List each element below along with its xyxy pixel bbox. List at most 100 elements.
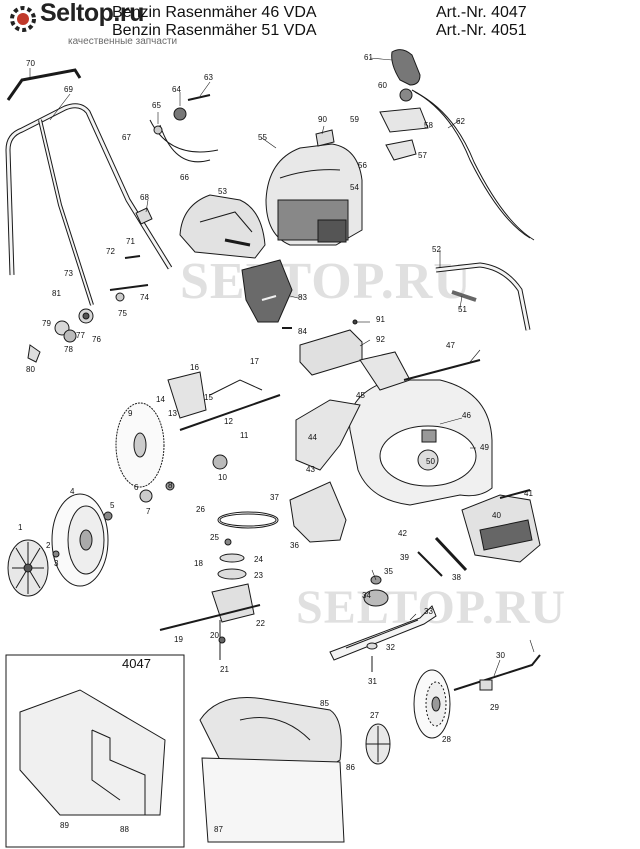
callout-86: 86 [346, 763, 355, 772]
callout-88: 88 [120, 825, 129, 834]
logo-tagline: качественные запчасти [68, 36, 178, 47]
callout-76: 76 [92, 335, 101, 344]
callout-65: 65 [152, 101, 161, 110]
callout-26: 26 [196, 505, 205, 514]
callout-10: 10 [218, 473, 227, 482]
callout-37: 37 [270, 493, 279, 502]
callout-11: 11 [240, 431, 249, 440]
callout-6: 6 [134, 483, 139, 492]
callout-30: 30 [496, 651, 505, 660]
callout-91: 91 [376, 315, 385, 324]
rod-38 [434, 536, 468, 572]
callout-23: 23 [254, 571, 263, 580]
callout-56: 56 [358, 161, 367, 170]
callout-59: 59 [350, 115, 359, 124]
callout-50: 50 [426, 457, 435, 466]
callout-4: 4 [70, 487, 75, 496]
callout-90: 90 [318, 115, 327, 124]
callout-22: 22 [256, 619, 265, 628]
callout-87: 87 [214, 825, 223, 834]
throttle-assembly [379, 49, 535, 241]
seltop-logo: Seltop.ru [8, 0, 144, 46]
art-number-4047: Art.-Nr. 4047 [436, 4, 527, 21]
belt-26 [217, 511, 279, 529]
callout-29: 29 [490, 703, 499, 712]
callout-25: 25 [210, 533, 219, 542]
callout-66: 66 [180, 173, 189, 182]
front-flap-40-41 [461, 489, 541, 563]
callout-38: 38 [452, 573, 461, 582]
blade-33 [329, 605, 437, 661]
callout-19: 19 [174, 635, 183, 644]
callout-36: 36 [290, 541, 299, 550]
callout-33: 33 [424, 607, 433, 616]
callout-20: 20 [210, 631, 219, 640]
filter-90 [315, 129, 335, 147]
callout-35: 35 [384, 567, 393, 576]
callout-74: 74 [140, 293, 149, 302]
callout-9: 9 [128, 409, 133, 418]
axle-47 [403, 359, 481, 381]
callout-15: 15 [204, 393, 213, 402]
callout-58: 58 [424, 121, 433, 130]
grass-flap-83 [241, 259, 293, 329]
callout-61: 61 [364, 53, 373, 62]
callout-8: 8 [168, 481, 173, 490]
callout-2: 2 [46, 541, 51, 550]
wheel-4 [51, 493, 109, 587]
title-46vda: Benzin Rasenmäher 46 VDA [112, 4, 317, 21]
callout-12: 12 [224, 417, 233, 426]
callout-67: 67 [122, 133, 131, 142]
title-51vda: Benzin Rasenmäher 51 VDA [112, 22, 317, 39]
top-cover-53 [179, 194, 266, 259]
callout-18: 18 [194, 559, 203, 568]
callout-28: 28 [442, 735, 451, 744]
callout-49: 49 [480, 443, 489, 452]
callout-44: 44 [308, 433, 317, 442]
engine-54 [265, 143, 363, 246]
side-chute-37 [289, 481, 347, 543]
callout-45: 45 [356, 391, 365, 400]
callout-83: 83 [298, 293, 307, 302]
callout-46: 46 [462, 411, 471, 420]
callout-21: 21 [220, 665, 229, 674]
callout-84: 84 [298, 327, 307, 336]
callout-57: 57 [418, 151, 427, 160]
callout-60: 60 [378, 81, 387, 90]
callout-70: 70 [26, 59, 35, 68]
mower-deck-49 [295, 351, 493, 506]
handle-assembly [5, 68, 173, 363]
inset-label: 4047 [122, 656, 151, 671]
callout-13: 13 [168, 409, 177, 418]
art-number-4051: Art.-Nr. 4051 [436, 22, 527, 39]
callout-16: 16 [190, 363, 199, 372]
rod-39 [417, 551, 443, 577]
callout-55: 55 [258, 133, 267, 142]
callout-3: 3 [54, 559, 59, 568]
callout-47: 47 [446, 341, 455, 350]
pulleys-23-25 [217, 538, 247, 580]
handle-52 [435, 262, 531, 331]
callout-54: 54 [350, 183, 359, 192]
callout-5: 5 [110, 501, 115, 510]
callout-27: 27 [370, 711, 379, 720]
gearbox-22 [159, 583, 261, 660]
callout-77: 77 [76, 331, 85, 340]
cable-assembly [149, 94, 219, 163]
callout-69: 69 [64, 85, 73, 94]
callout-32: 32 [386, 643, 395, 652]
hubcap-1 [7, 539, 49, 597]
callout-34: 34 [362, 591, 371, 600]
axle-30 [453, 654, 541, 691]
callout-72: 72 [106, 247, 115, 256]
callout-53: 53 [218, 187, 227, 196]
wheel-28 [413, 669, 451, 739]
callout-52: 52 [432, 245, 441, 254]
drive-assembly [115, 371, 281, 503]
callout-73: 73 [64, 269, 73, 278]
callout-43: 43 [306, 465, 315, 474]
callout-80: 80 [26, 365, 35, 374]
leader-lines [29, 57, 535, 677]
